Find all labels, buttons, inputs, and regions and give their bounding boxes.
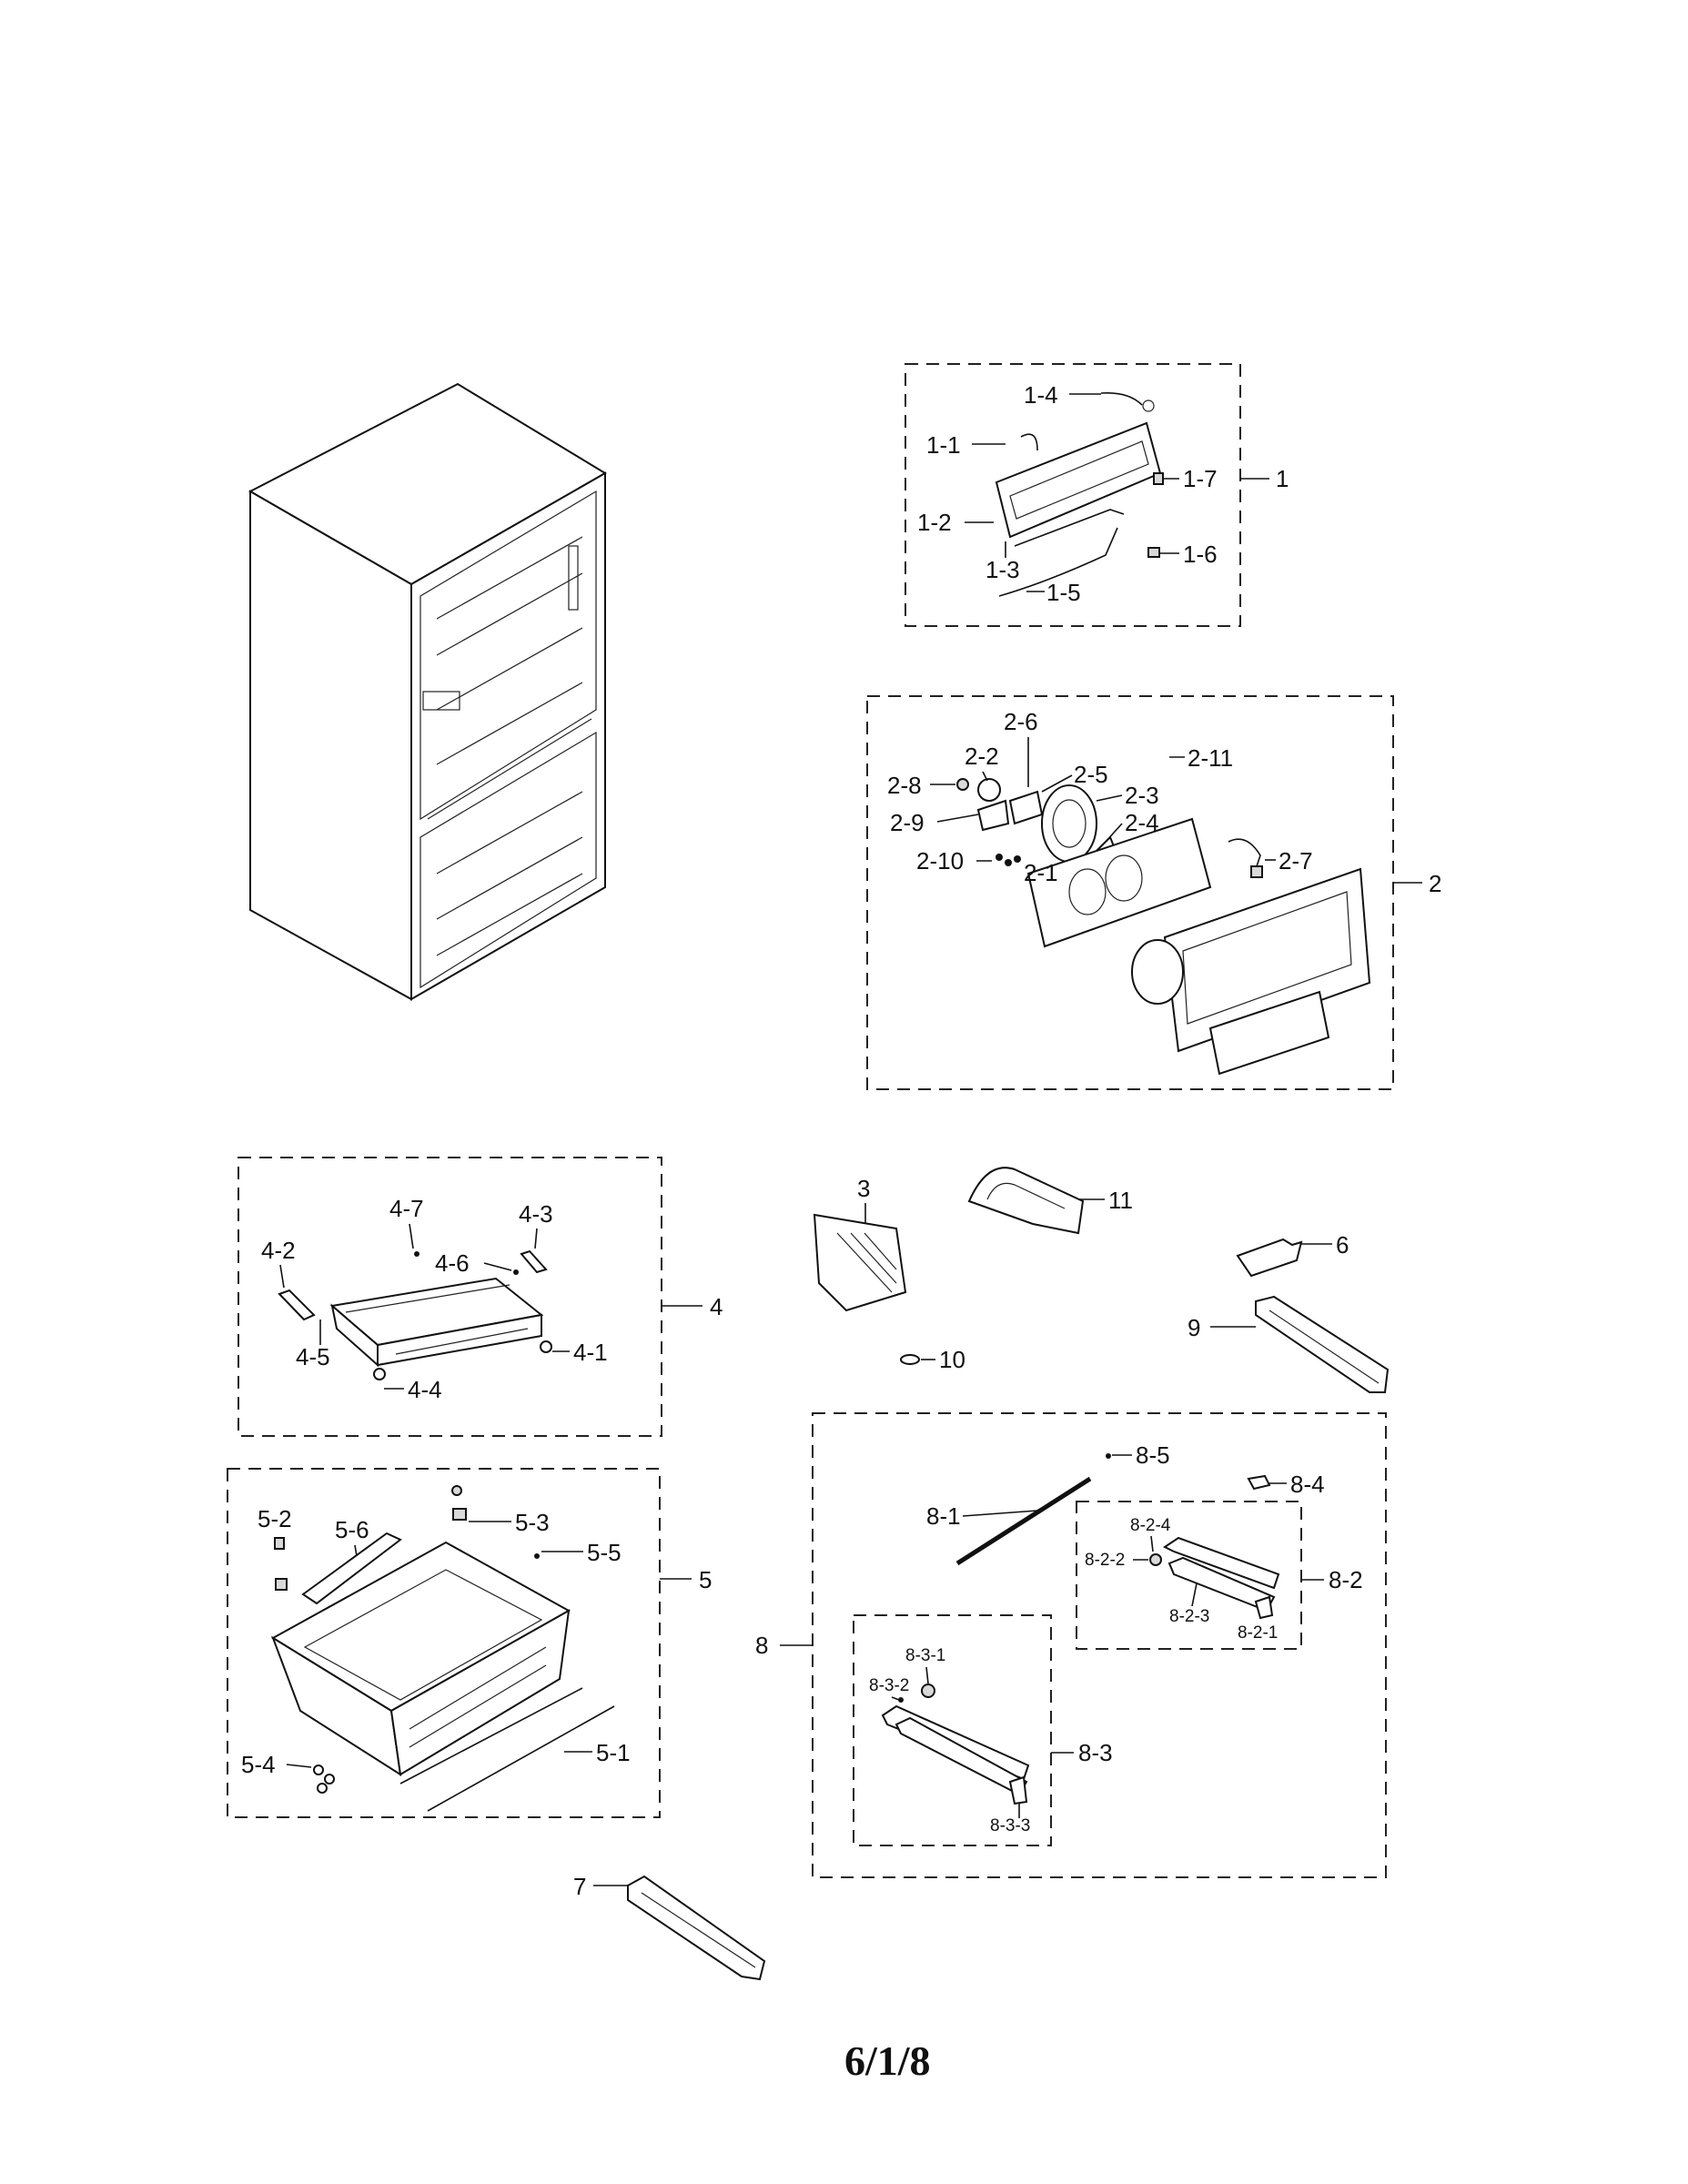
part-8-3-drawing [881, 1684, 1030, 1805]
part-label-2-4: 2-4 [1125, 809, 1159, 836]
part-label-5-6: 5-6 [335, 1516, 369, 1543]
part-label-5-4: 5-4 [241, 1751, 276, 1778]
part-label-3: 3 [857, 1175, 870, 1202]
part-label-4-2: 4-2 [261, 1237, 296, 1264]
part-label-4-3: 4-3 [519, 1200, 553, 1228]
part-label-5-3: 5-3 [515, 1509, 550, 1536]
part-label-4-1: 4-1 [573, 1339, 608, 1366]
part-8-2-drawing [1149, 1536, 1280, 1620]
part-label-1-1: 1-1 [926, 431, 961, 459]
group-label-2: 2 [1429, 870, 1441, 897]
part-label-2-10: 2-10 [916, 847, 964, 875]
part-9: 9 [1188, 1295, 1390, 1393]
part-label-2-2: 2-2 [965, 743, 999, 770]
part-label-1-6: 1-6 [1183, 541, 1218, 568]
part-label-2-1: 2-1 [1024, 859, 1058, 886]
part-label-1-4: 1-4 [1024, 381, 1058, 409]
group-2: 2-6 2-11 2-2 2-5 2-8 2-3 2-9 2-4 2-10 2-… [866, 695, 1441, 1090]
part-label-5-1: 5-1 [596, 1739, 631, 1766]
part-label-2-3: 2-3 [1125, 782, 1159, 809]
part-label-2-5: 2-5 [1074, 761, 1108, 788]
part-label-8-2-2: 8-2-2 [1085, 1551, 1125, 1570]
part-label-4-6: 4-6 [435, 1249, 470, 1277]
group-label-4: 4 [710, 1293, 723, 1320]
part-5-drawing [271, 1485, 615, 1812]
part-label-1-5: 1-5 [1046, 579, 1081, 606]
part-label-1-2: 1-2 [917, 509, 952, 536]
part-label-5-5: 5-5 [587, 1539, 622, 1566]
part-10: 10 [900, 1346, 965, 1373]
part-label-2-8: 2-8 [887, 772, 922, 799]
part-label-11: 11 [1108, 1187, 1133, 1214]
group-2-box [866, 695, 1394, 1090]
part-label-8-4: 8-4 [1290, 1471, 1325, 1498]
group-4-box [238, 1157, 662, 1437]
group-4: 4-7 4-3 4-2 4-6 4 4-5 4-1 4-4 [238, 1157, 723, 1437]
part-label-4-4: 4-4 [408, 1376, 442, 1403]
group-label-8-2: 8-2 [1329, 1566, 1363, 1593]
part-label-8-1: 8-1 [926, 1502, 961, 1530]
part-7: 7 [573, 1873, 766, 1981]
part-label-2-7: 2-7 [1279, 847, 1313, 875]
part-label-8-3-1: 8-3-1 [905, 1646, 945, 1665]
part-label-2-9: 2-9 [890, 809, 925, 836]
part-1-drawing [995, 391, 1164, 597]
part-label-8-2-4: 8-2-4 [1130, 1516, 1171, 1535]
group-5: 5-2 5-6 5-3 5-5 5 5-4 5-1 [227, 1468, 712, 1818]
part-label-8-2-1: 8-2-1 [1238, 1623, 1278, 1643]
part-11: 11 [967, 1167, 1133, 1235]
part-label-1-3: 1-3 [986, 556, 1020, 583]
group-8: 8-5 8-4 8-1 8 8-2-4 8-2-2 8-2 8-2-3 8-2-… [755, 1412, 1387, 1878]
part-label-5-2: 5-2 [258, 1505, 292, 1532]
part-label-1-7: 1-7 [1183, 465, 1218, 492]
part-label-8-3-3: 8-3-3 [990, 1816, 1030, 1835]
part-label-2-11: 2-11 [1188, 744, 1233, 772]
part-6: 6 [1236, 1231, 1349, 1278]
group-8-2-box [1076, 1501, 1302, 1650]
part-2-drawing [956, 778, 1371, 1076]
group-1: 1-4 1-1 1-7 1 1-2 1-3 1-6 1-5 [905, 363, 1289, 627]
group-label-1: 1 [1276, 465, 1289, 492]
group-5-box [227, 1468, 661, 1818]
page-number: 6/1/8 [844, 2037, 931, 2084]
part-label-10: 10 [939, 1346, 965, 1373]
refrigerator-cabinet [248, 382, 607, 1001]
part-label-8-5: 8-5 [1136, 1441, 1170, 1469]
part-4-drawing [278, 1249, 552, 1380]
part-label-2-6: 2-6 [1004, 708, 1038, 735]
group-label-8-3: 8-3 [1078, 1739, 1113, 1766]
part-8-1-rod [955, 1476, 1092, 1566]
group-1-box [905, 363, 1241, 627]
part-label-7: 7 [573, 1873, 586, 1900]
group-label-8: 8 [755, 1632, 768, 1659]
group-8-3-box [853, 1614, 1052, 1846]
part-label-6: 6 [1336, 1231, 1349, 1259]
part-3: 3 [813, 1175, 907, 1312]
group-label-5: 5 [699, 1566, 712, 1593]
part-label-4-5: 4-5 [296, 1343, 330, 1370]
part-label-4-7: 4-7 [389, 1195, 424, 1222]
part-label-9: 9 [1188, 1314, 1200, 1341]
part-label-8-3-2: 8-3-2 [869, 1676, 909, 1695]
part-label-8-2-3: 8-2-3 [1169, 1607, 1209, 1626]
